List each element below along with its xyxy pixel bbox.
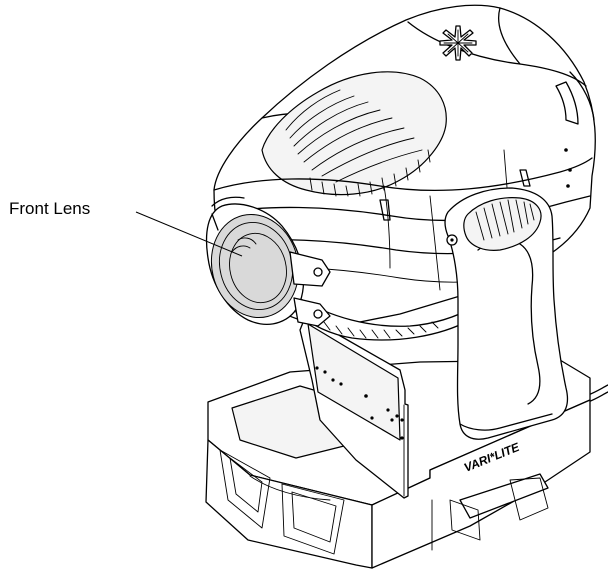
base-handle — [459, 473, 549, 519]
yoke-back-plate — [299, 319, 409, 499]
yoke-front-arm — [444, 187, 569, 440]
star-logo-icon — [439, 25, 477, 61]
front-lens-label: Front Lens — [9, 199, 91, 218]
callout-leader-line — [135, 211, 243, 257]
vent-grille — [261, 71, 447, 196]
